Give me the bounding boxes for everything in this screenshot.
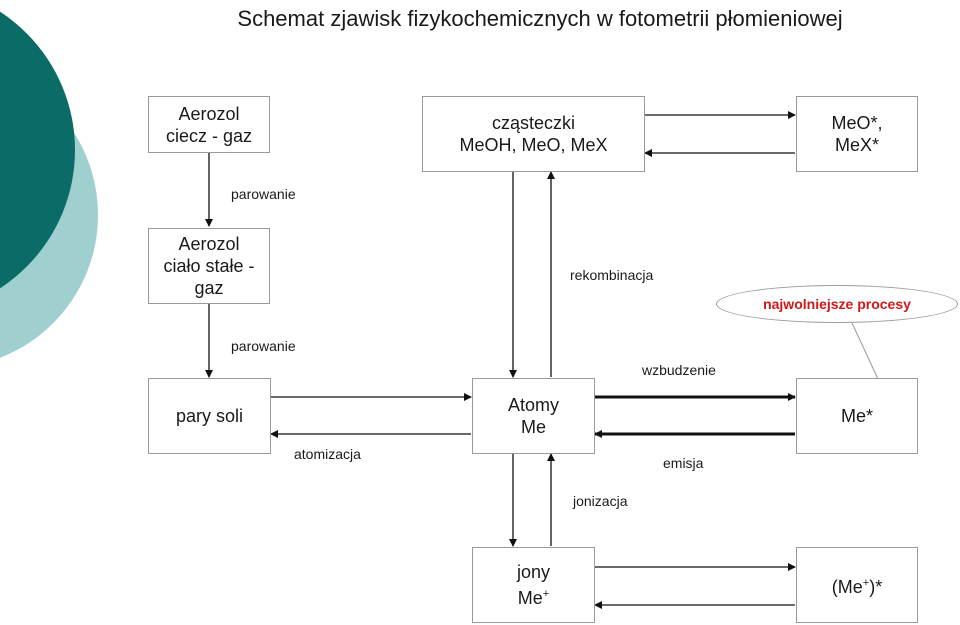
box-pary-soli: pary soli xyxy=(148,378,271,454)
jony-line2: Me+ xyxy=(517,588,550,608)
label-jonizacja: jonizacja xyxy=(573,493,628,509)
label-parowanie-1: parowanie xyxy=(231,186,296,202)
box-jony: jony Me+ xyxy=(472,547,595,623)
box-aerozol-cialo: Aerozol ciało stałe - gaz xyxy=(148,228,270,304)
box-me-star: Me* xyxy=(796,378,918,454)
box-czasteczki: cząsteczki MeOH, MeO, MeX xyxy=(422,96,645,172)
label-wzbudzenie: wzbudzenie xyxy=(642,362,716,378)
box-meo-star: MeO*, MeX* xyxy=(796,96,918,172)
box-aerozol-ciecz: Aerozol ciecz - gaz xyxy=(148,96,270,153)
callout-pointer xyxy=(851,322,879,380)
me-plus-star-text: (Me+)* xyxy=(831,577,883,597)
jony-line1: jony xyxy=(516,562,551,582)
callout-najwolniejsze-procesy: najwolniejsze procesy xyxy=(716,285,958,323)
label-rekombinacja: rekombinacja xyxy=(570,267,654,283)
label-parowanie-2: parowanie xyxy=(231,338,296,354)
decorative-circles xyxy=(0,11,98,358)
label-emisja: emisja xyxy=(663,455,704,471)
label-atomizacja: atomizacja xyxy=(294,446,361,462)
box-atomy: Atomy Me xyxy=(472,378,595,454)
page-title: Schemat zjawisk fizykochemicznych w foto… xyxy=(237,6,843,31)
box-me-plus-star: (Me+)* xyxy=(796,547,918,623)
